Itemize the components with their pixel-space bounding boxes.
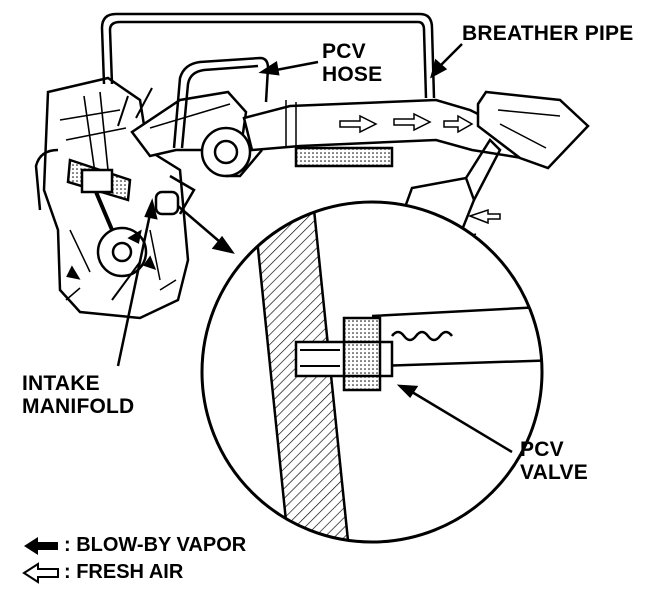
intake-manifold bbox=[117, 87, 263, 215]
breather-pipe bbox=[100, 12, 436, 99]
hollow-arrow-icon bbox=[22, 561, 59, 584]
pcv-hose-label-line2: HOSE bbox=[322, 63, 383, 86]
pcv-valve-label-line2: VALVE bbox=[520, 461, 588, 484]
legend-fresh-air: : FRESH AIR bbox=[22, 561, 183, 584]
detail-pointer bbox=[177, 205, 235, 254]
legend-blow-by: : BLOW-BY VAPOR bbox=[22, 534, 246, 557]
pcv-valve-detail bbox=[200, 200, 544, 544]
leader-lines bbox=[116, 43, 513, 454]
intake-manifold-label-line2: MANIFOLD bbox=[22, 395, 135, 418]
pcv-hose bbox=[154, 56, 270, 216]
breather-pipe-label: BREATHER PIPE bbox=[462, 22, 634, 45]
legend-fresh-air-text: : FRESH AIR bbox=[64, 561, 184, 583]
legend-blow-by-text: : BLOW-BY VAPOR bbox=[64, 534, 247, 556]
intake-manifold-label-line1: INTAKE bbox=[22, 372, 100, 395]
solid-arrow-icon bbox=[24, 536, 58, 555]
pcv-hose-label-line1: PCV bbox=[322, 40, 366, 63]
pcv-valve-label-line1: PCV bbox=[520, 438, 564, 461]
engine-block bbox=[34, 76, 190, 320]
